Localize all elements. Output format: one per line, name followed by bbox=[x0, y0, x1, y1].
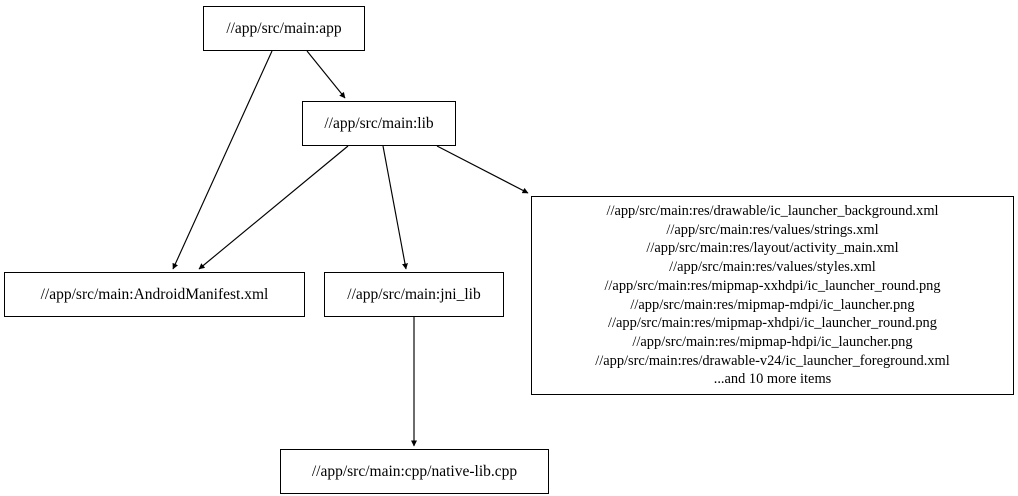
graph-node-label: //app/src/main:app bbox=[226, 19, 342, 37]
graph-node-label: //app/src/main:res/drawable/ic_launcher_… bbox=[606, 202, 939, 219]
graph-node-lib[interactable]: //app/src/main:lib bbox=[302, 101, 456, 146]
graph-node-label: //app/src/main:res/values/styles.xml bbox=[669, 259, 876, 276]
graph-node-label: //app/src/main:cpp/native-lib.cpp bbox=[311, 462, 518, 480]
graph-node-app[interactable]: //app/src/main:app bbox=[203, 6, 365, 51]
graph-edge-lib-to-manifest bbox=[198, 145, 349, 270]
graph-node-label: //app/src/main:lib bbox=[324, 114, 434, 132]
graph-node-resources[interactable]: //app/src/main:res/drawable/ic_launcher_… bbox=[531, 196, 1014, 395]
graph-node-label: ...and 10 more items bbox=[713, 371, 832, 388]
graph-node-label: //app/src/main:res/values/strings.xml bbox=[666, 221, 879, 238]
graph-node-manifest[interactable]: //app/src/main:AndroidManifest.xml bbox=[4, 272, 305, 317]
graph-node-label: //app/src/main:res/layout/activity_main.… bbox=[646, 240, 899, 257]
graph-node-label: //app/src/main:res/drawable-v24/ic_launc… bbox=[595, 352, 950, 369]
graph-node-label: //app/src/main:res/mipmap-hdpi/ic_launch… bbox=[632, 333, 913, 350]
graph-edge-app-to-lib bbox=[306, 50, 346, 99]
graph-edge-lib-to-jni_lib bbox=[382, 145, 408, 270]
graph-edge-app-to-manifest bbox=[172, 50, 273, 270]
graph-node-label: //app/src/main:jni_lib bbox=[347, 285, 481, 303]
graph-node-jni_lib[interactable]: //app/src/main:jni_lib bbox=[324, 272, 504, 317]
graph-node-label: //app/src/main:res/mipmap-xhdpi/ic_launc… bbox=[608, 315, 937, 332]
graph-node-label: //app/src/main:res/mipmap-xxhdpi/ic_laun… bbox=[604, 277, 941, 294]
graph-node-native_lib[interactable]: //app/src/main:cpp/native-lib.cpp bbox=[280, 449, 549, 494]
graph-node-label: //app/src/main:AndroidManifest.xml bbox=[40, 285, 269, 303]
graph-edge-lib-to-resources bbox=[436, 145, 529, 194]
graph-node-label: //app/src/main:res/mipmap-mdpi/ic_launch… bbox=[630, 296, 915, 313]
